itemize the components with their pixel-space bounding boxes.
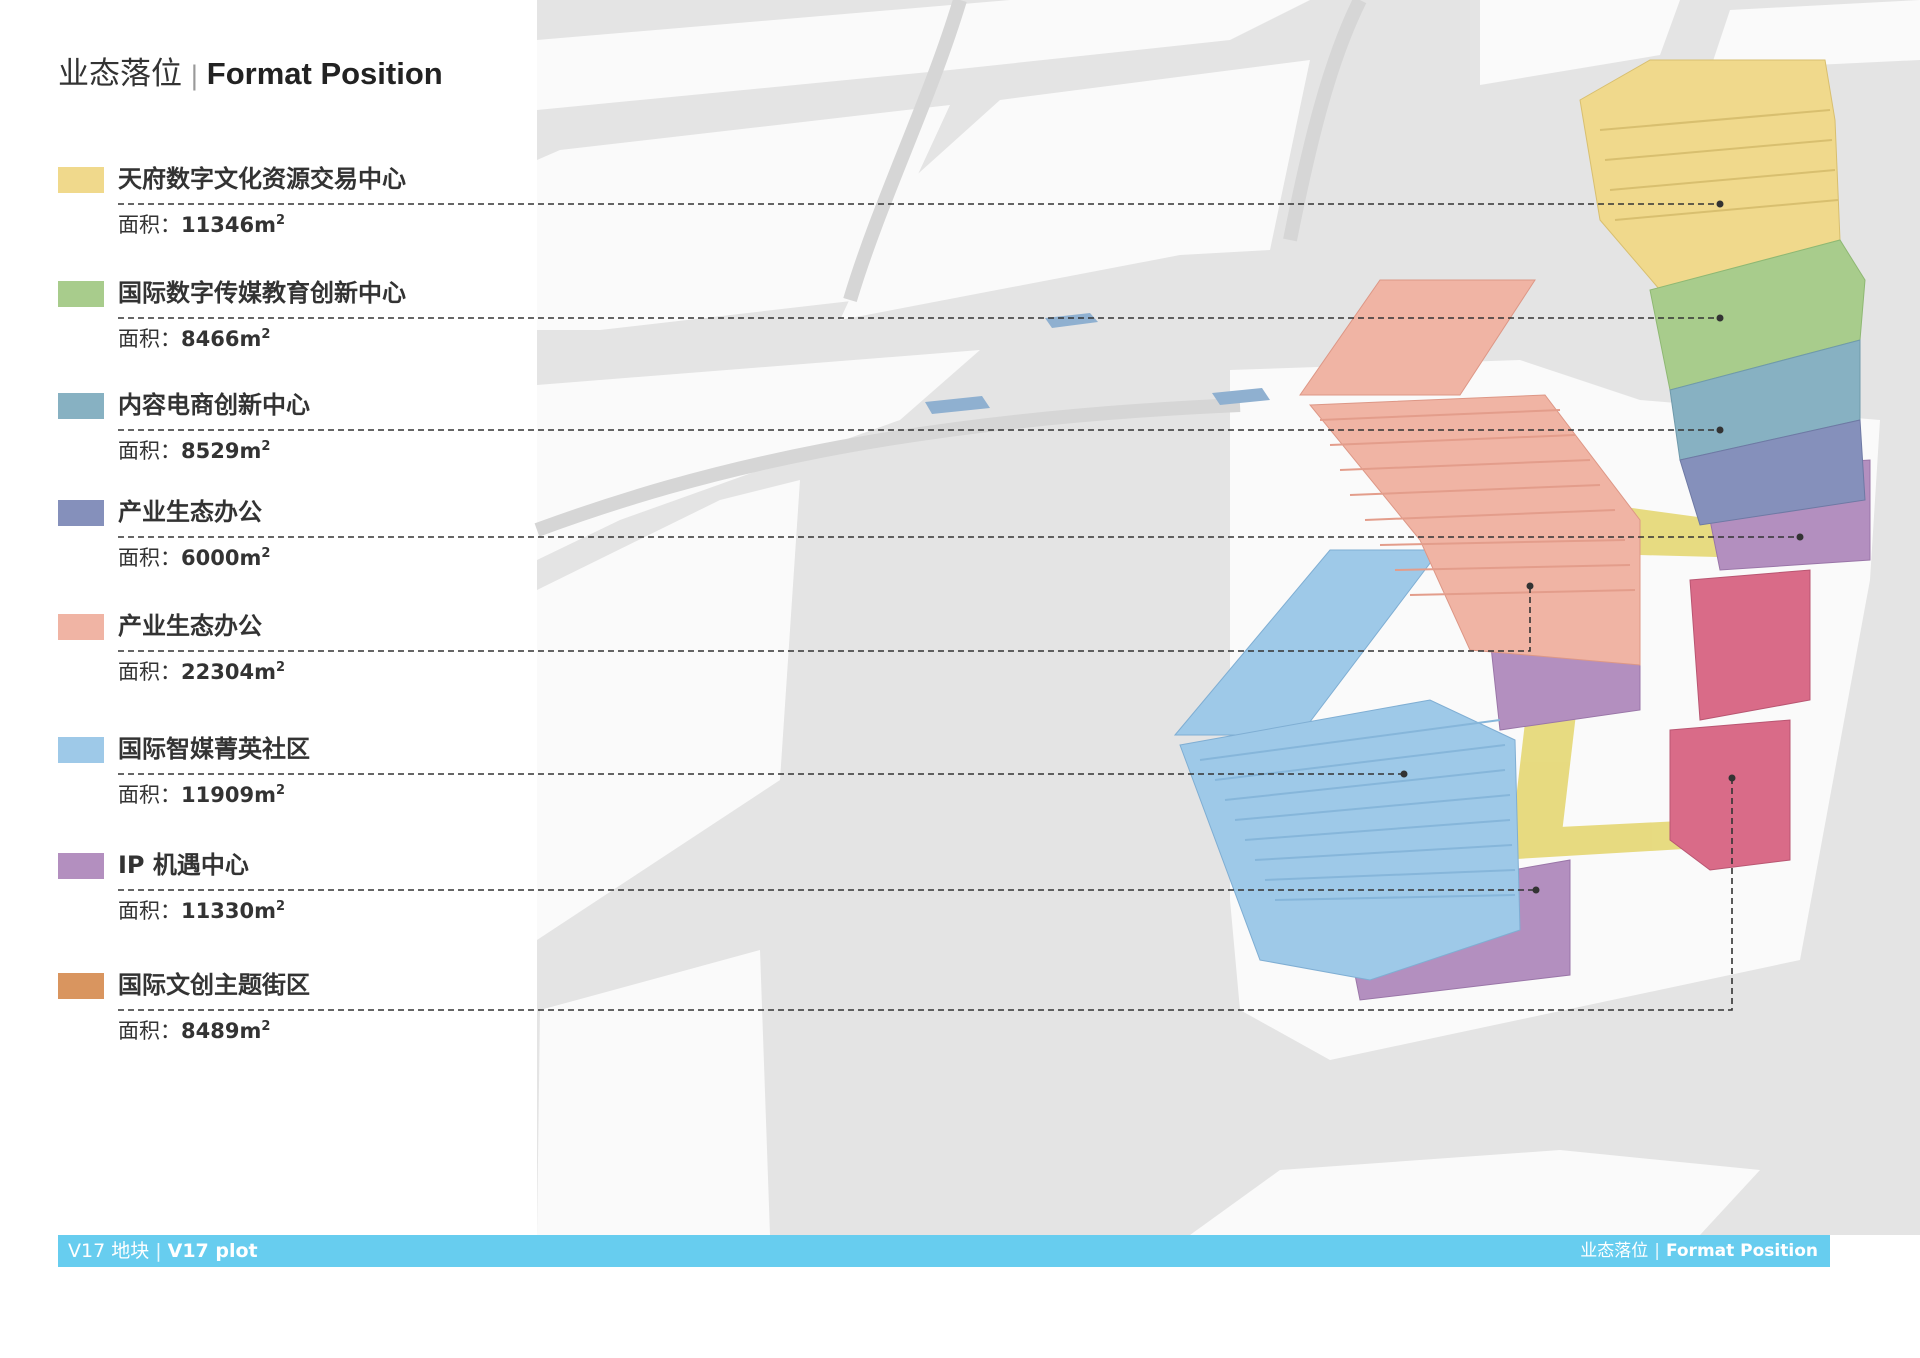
area-value: 11346 bbox=[181, 213, 255, 237]
footer-plot-en: V17 plot bbox=[167, 1240, 258, 1262]
footer-separator: | bbox=[155, 1240, 162, 1262]
legend-swatch bbox=[58, 500, 104, 526]
area-label: 面积： bbox=[118, 783, 181, 807]
area-label: 面积： bbox=[118, 439, 181, 463]
leader-dot-3 bbox=[1716, 426, 1724, 434]
area-unit: m bbox=[239, 439, 262, 463]
right-tower-slabs bbox=[1599, 109, 1839, 221]
area-unit: m bbox=[239, 1019, 262, 1043]
area-unit-sup: 2 bbox=[275, 783, 285, 798]
area-unit: m bbox=[254, 213, 276, 237]
area-unit-sup: 2 bbox=[261, 546, 271, 561]
legend-area: 面积：11909m2 bbox=[118, 776, 285, 810]
legend-swatch bbox=[58, 973, 104, 999]
area-unit: m bbox=[239, 546, 262, 570]
leader-dot-5 bbox=[1526, 582, 1534, 590]
footer-plot-cn: V17 地块 bbox=[68, 1240, 150, 1262]
legend-swatch bbox=[58, 167, 104, 193]
legend-area: 面积：8529m2 bbox=[118, 432, 270, 466]
legend-name: 天府数字文化资源交易中心 bbox=[118, 165, 406, 193]
legend-name: 国际文创主题街区 bbox=[118, 971, 310, 999]
legend-swatch bbox=[58, 737, 104, 763]
area-label: 面积： bbox=[118, 327, 181, 351]
page-title: 业态落位 |Format Position bbox=[58, 52, 443, 98]
legend-swatch bbox=[58, 853, 104, 879]
legend-swatch bbox=[58, 281, 104, 307]
legend-area: 面积：6000m2 bbox=[118, 539, 270, 573]
leader-dot-4 bbox=[1796, 533, 1804, 541]
leader-line-5 bbox=[118, 586, 1531, 652]
page-title-en: Format Position bbox=[206, 56, 443, 91]
right-tower-yellow bbox=[1579, 59, 1841, 291]
footer-left: V17 地块|V17 plot bbox=[68, 1235, 258, 1267]
area-unit-sup: 2 bbox=[261, 1019, 271, 1034]
title-separator: | bbox=[190, 61, 199, 91]
leader-dot-8 bbox=[1728, 774, 1736, 782]
footer-separator: | bbox=[1654, 1241, 1660, 1261]
legend-name: 内容电商创新中心 bbox=[118, 391, 310, 419]
footer-title-cn: 业态落位 bbox=[1580, 1241, 1649, 1261]
area-value: 11330 bbox=[181, 899, 255, 923]
area-value: 22304 bbox=[181, 660, 255, 684]
page-title-cn: 业态落位 bbox=[58, 56, 182, 92]
footer-title-en: Format Position bbox=[1665, 1241, 1818, 1261]
legend-name: IP 机遇中心 bbox=[118, 851, 249, 879]
legend-swatch bbox=[58, 393, 104, 419]
area-label: 面积： bbox=[118, 899, 181, 923]
area-value: 8466 bbox=[181, 327, 240, 351]
salmon-tower bbox=[1299, 279, 1641, 666]
area-value: 8529 bbox=[181, 439, 240, 463]
area-label: 面积： bbox=[118, 1019, 181, 1043]
legend-area: 面积：8466m2 bbox=[118, 320, 270, 354]
area-unit: m bbox=[254, 660, 276, 684]
area-unit: m bbox=[239, 327, 262, 351]
leader-dot-6 bbox=[1400, 770, 1408, 778]
area-label: 面积： bbox=[118, 660, 181, 684]
footer-bar: V17 地块|V17 plot 业态落位|Format Position bbox=[58, 1235, 1830, 1267]
area-unit-sup: 2 bbox=[275, 660, 285, 675]
area-value: 11909 bbox=[181, 783, 255, 807]
area-unit-sup: 2 bbox=[275, 213, 285, 228]
magenta-building bbox=[1669, 569, 1811, 871]
legend-area: 面积：8489m2 bbox=[118, 1012, 270, 1046]
area-label: 面积： bbox=[118, 546, 181, 570]
leader-line-8 bbox=[118, 778, 1733, 1011]
legend-name: 产业生态办公 bbox=[118, 612, 262, 640]
area-value: 6000 bbox=[181, 546, 240, 570]
leader-dot-1 bbox=[1716, 200, 1724, 208]
footer-right: 业态落位|Format Position bbox=[1580, 1235, 1818, 1267]
leader-dot-2 bbox=[1716, 314, 1724, 322]
vehicles bbox=[925, 313, 1270, 414]
area-label: 面积： bbox=[118, 213, 181, 237]
area-unit: m bbox=[254, 899, 276, 923]
legend-area: 面积：11330m2 bbox=[118, 892, 285, 926]
area-unit: m bbox=[254, 783, 276, 807]
legend-area: 面积：11346m2 bbox=[118, 206, 285, 240]
right-tower bbox=[1579, 59, 1866, 526]
right-tower-navy bbox=[1679, 419, 1866, 526]
legend-name: 国际数字传媒教育创新中心 bbox=[118, 279, 406, 307]
salmon-tower-slabs bbox=[1319, 409, 1636, 596]
area-value: 8489 bbox=[181, 1019, 240, 1043]
roads bbox=[534, 0, 1367, 537]
legend-swatch bbox=[58, 614, 104, 640]
legend-area: 面积：22304m2 bbox=[118, 653, 285, 687]
area-unit-sup: 2 bbox=[275, 899, 285, 914]
legend-name: 国际智媒菁英社区 bbox=[118, 735, 310, 763]
area-unit-sup: 2 bbox=[261, 327, 271, 342]
leader-dot-7 bbox=[1532, 886, 1540, 894]
area-unit-sup: 2 bbox=[261, 439, 271, 454]
legend-name: 产业生态办公 bbox=[118, 498, 262, 526]
